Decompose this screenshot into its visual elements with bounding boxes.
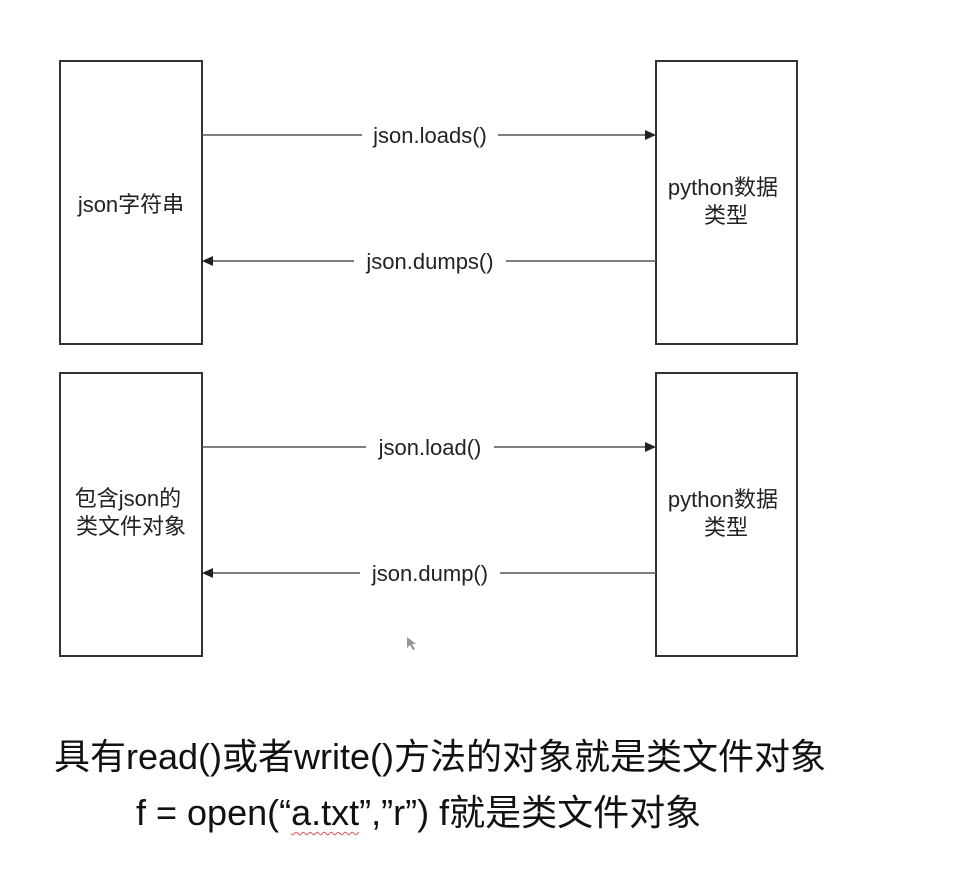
python-data-type-label-line: python数据 [668,175,778,200]
python-data-type-box-top [655,60,798,345]
loads-arrow-head [645,130,656,140]
json-string-box [59,60,203,345]
caption-code-suffix: ”,”r”) f就是类文件对象 [359,792,702,833]
json-conversion-diagram: json字符串 python数据 类型 json.loads() json.du… [59,60,798,657]
file-like-object-label: 包含json的 类文件对象 [75,486,187,539]
file-like-definition-caption: 具有read()或者write()方法的对象就是类文件对象 [54,736,827,777]
json-string-label-line: json字符串 [77,192,184,217]
file-like-object-label-line: 包含json的 [75,486,181,511]
caption-code-prefix: f = open(“ [136,792,292,833]
python-data-type-label-bottom: python数据 类型 [668,487,784,540]
load-label-bg [366,432,494,462]
python-data-type-box-bottom [655,372,798,657]
python-data-type-label-line: 类型 [704,203,748,228]
python-data-type-label-line: python数据 [668,487,778,512]
json-string-label: json字符串 [77,192,184,217]
python-data-type-label-line: 类型 [704,515,748,540]
file-like-object-box [59,372,203,657]
load-label: json.load() [378,435,482,460]
dump-label-bg [360,558,500,588]
loads-label: json.loads() [372,123,487,148]
dump-label: json.dump() [371,561,488,586]
dumps-label-bg [354,246,506,276]
python-data-type-label-top: python数据 类型 [668,175,784,228]
load-arrow-head [645,442,656,452]
open-file-example-caption: f = open(“a.txt”,”r”) f就是类文件对象 [136,784,701,836]
dumps-label: json.dumps() [365,249,493,274]
dump-arrow-head [202,568,213,578]
dumps-arrow-head [202,256,213,266]
caption-code-filename: a.txt [291,792,360,833]
mouse-cursor-icon [407,637,416,650]
loads-label-bg [362,120,498,150]
file-like-object-label-line: 类文件对象 [76,514,186,539]
